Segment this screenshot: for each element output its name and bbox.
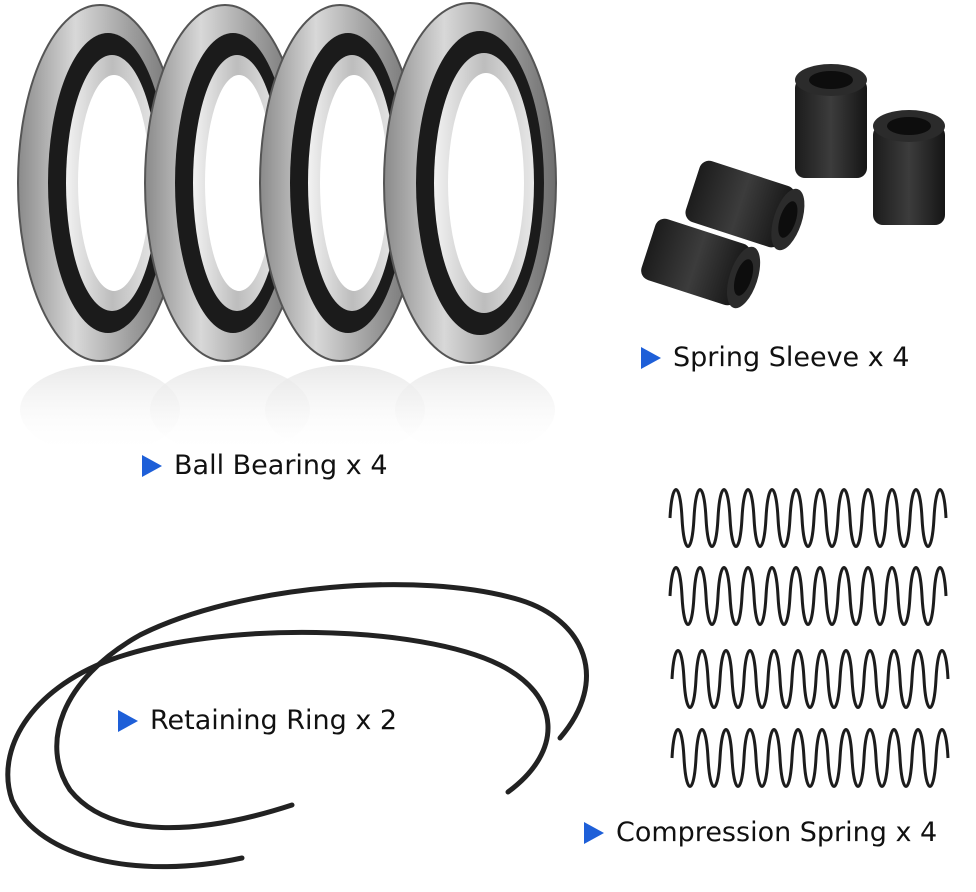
compression-spring-3 xyxy=(670,649,950,709)
spring-sleeve-3 xyxy=(685,160,805,251)
ball-bearing-3 xyxy=(259,4,421,362)
spring-sleeve-4 xyxy=(641,218,761,309)
bearing-reflection xyxy=(20,365,555,455)
spring-sleeve-2 xyxy=(873,110,945,225)
triangle-right-icon xyxy=(118,709,138,732)
triangle-right-icon xyxy=(641,346,661,369)
retaining-ring-text: Retaining Ring x 2 xyxy=(150,705,398,736)
retaining-ring-1 xyxy=(54,582,589,831)
triangle-right-icon xyxy=(142,454,162,477)
ball-bearing-1 xyxy=(17,4,183,362)
compression-spring-1 xyxy=(668,488,948,548)
retaining-ring-label: Retaining Ring x 2 xyxy=(118,705,397,736)
ball-bearing-label: Ball Bearing x 4 xyxy=(142,450,388,481)
compression-spring-2 xyxy=(668,566,948,626)
spring-sleeve-1 xyxy=(795,64,867,178)
spring-sleeve-label: Spring Sleeve x 4 xyxy=(641,342,910,373)
compression-spring-label: Compression Spring x 4 xyxy=(584,817,937,848)
ball-bearing-2 xyxy=(144,4,306,362)
ball-bearing-text: Ball Bearing x 4 xyxy=(174,450,388,481)
compression-spring-4 xyxy=(670,728,950,788)
retaining-ring-2 xyxy=(5,629,551,870)
compression-spring-text: Compression Spring x 4 xyxy=(616,817,938,848)
triangle-right-icon xyxy=(584,821,604,844)
ball-bearing-4 xyxy=(383,2,557,364)
spring-sleeve-text: Spring Sleeve x 4 xyxy=(673,342,910,373)
